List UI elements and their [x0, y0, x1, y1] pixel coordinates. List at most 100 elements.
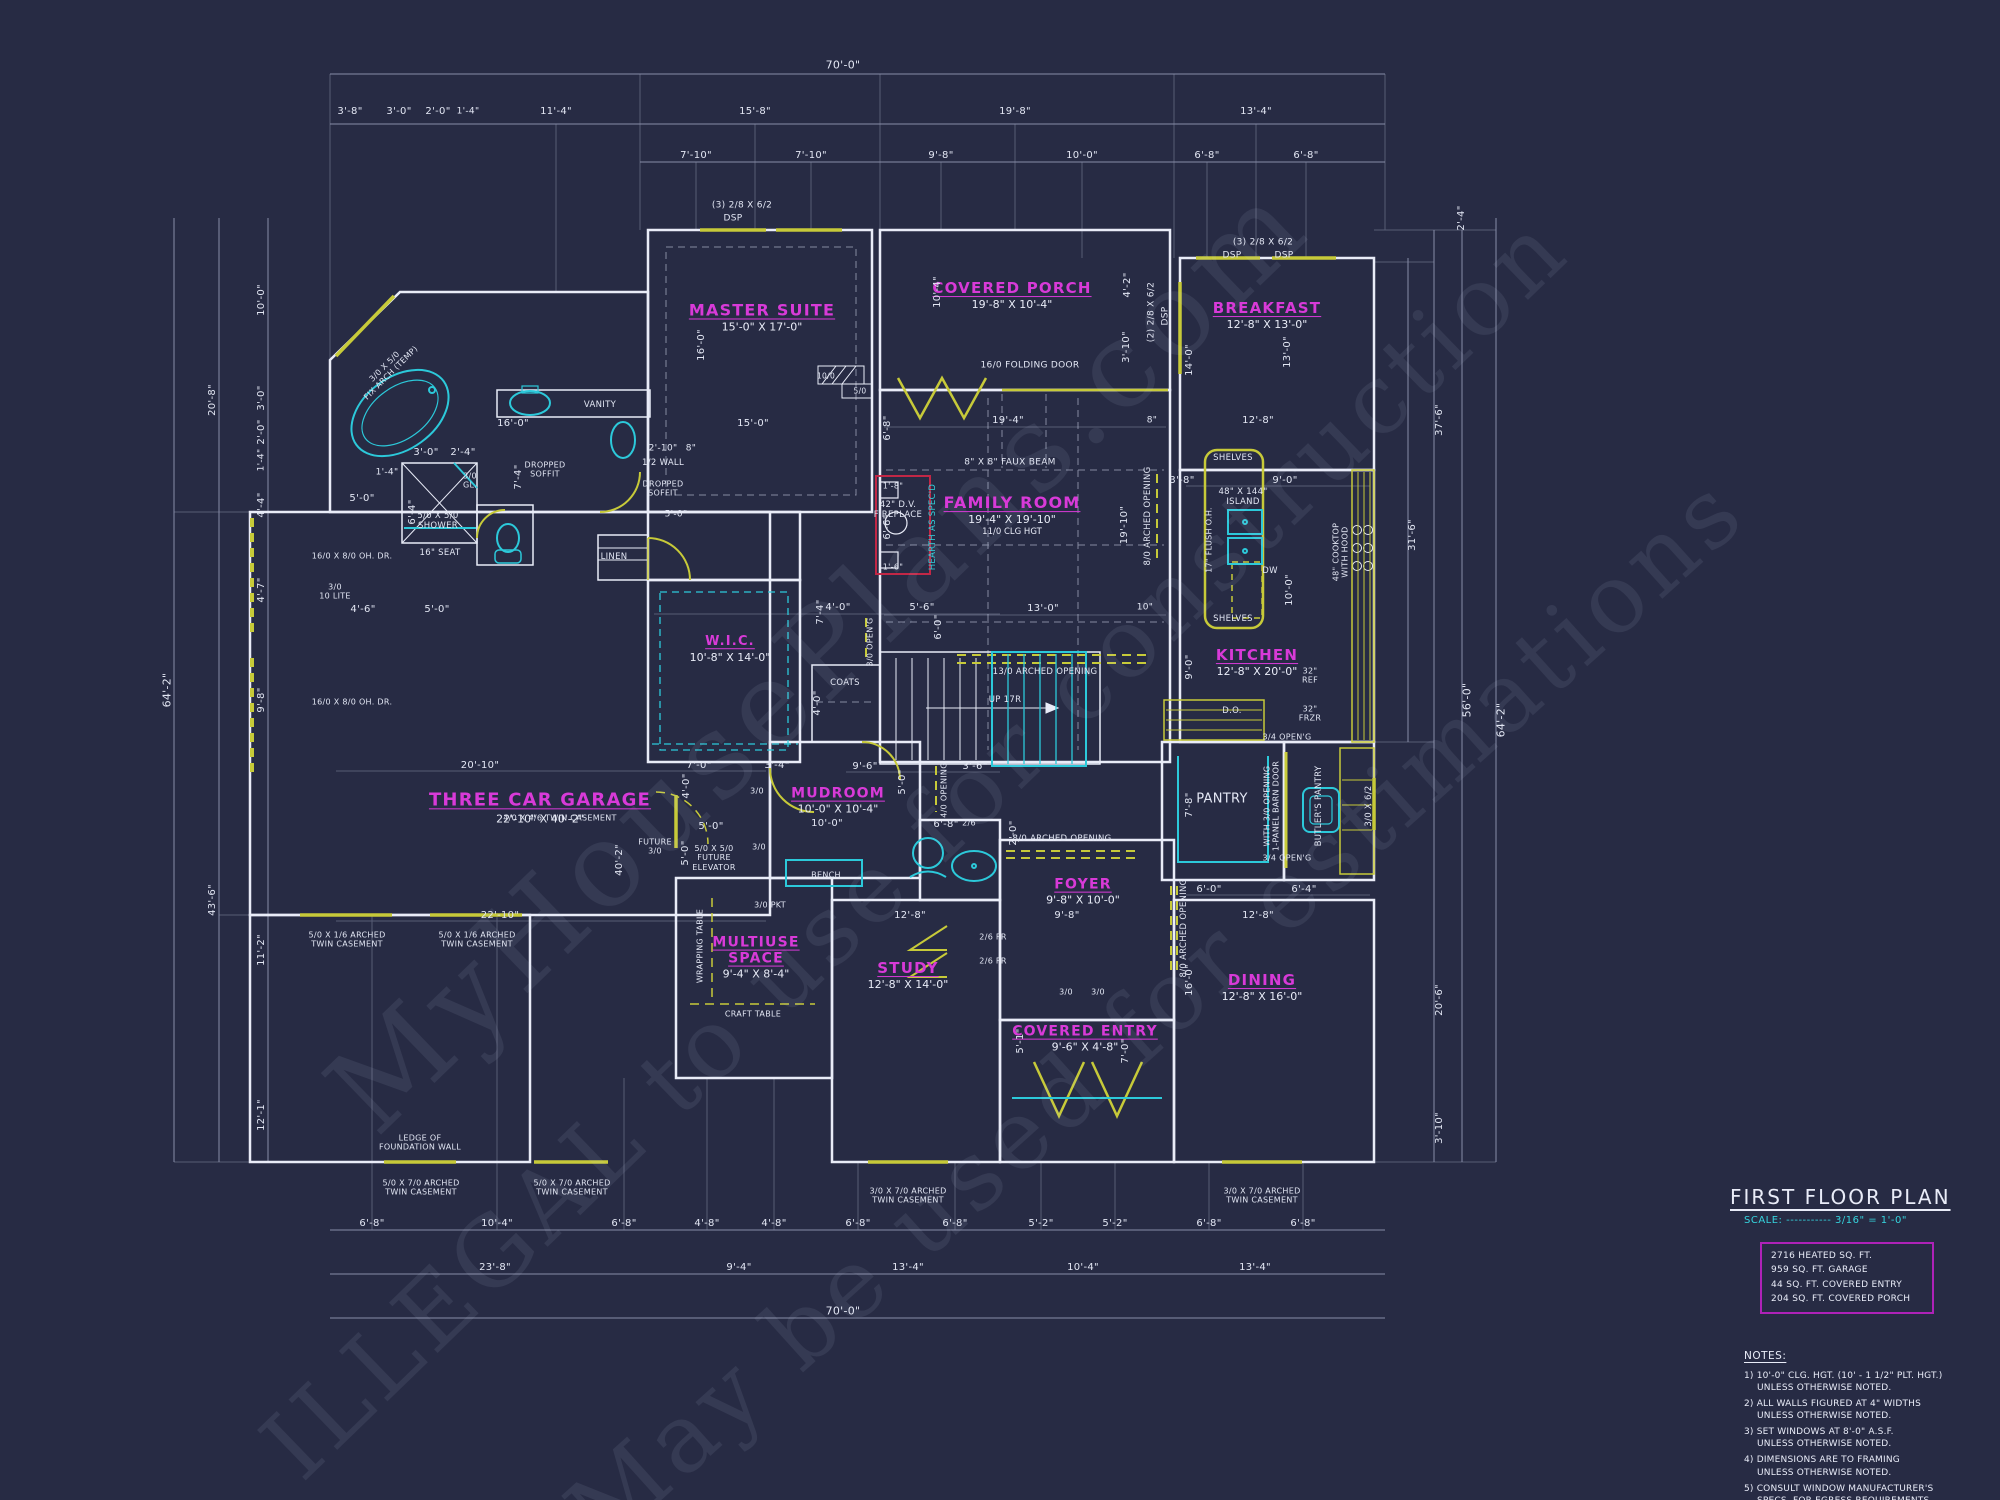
annotation-label: 5/0 X 7/0 ARCHED TWIN CASEMENT	[533, 1178, 611, 1197]
dim-label: 40'-2"	[614, 844, 626, 876]
dim-label: 23'-8"	[479, 1262, 511, 1274]
dim-label: 13'-0"	[1027, 603, 1059, 615]
room-sub-note: 11/0 CLG HGT	[982, 527, 1042, 538]
annotation-label: 2/6 FR	[979, 956, 1007, 966]
room-dims: 19'-8" X 10'-4"	[971, 298, 1053, 312]
dim-label: 32" REF	[1301, 666, 1319, 685]
dim-label: 13'-4"	[1240, 106, 1272, 118]
dim-label: 6'-8"	[611, 1218, 637, 1230]
detail-lines-layer	[401, 365, 1373, 760]
title-block: FIRST FLOOR PLAN SCALE: ----------- 3/16…	[1730, 1185, 1990, 1500]
dim-label: 10'-4"	[1067, 1262, 1099, 1274]
dim-label: 5'-2"	[1028, 1218, 1054, 1230]
annotation-label: 3/0 PKT	[754, 900, 786, 910]
dim-label: 10'-0"	[1066, 150, 1098, 162]
annotation-label: 8/0 ARCHED OPENING	[1142, 466, 1153, 566]
dim-label: 16" SEAT	[419, 547, 461, 558]
room-label-wic: W.I.C.10'-8" X 14'-0"	[690, 634, 771, 665]
annotation-label: DSP	[1222, 250, 1242, 261]
dim-label: 20'-6"	[1434, 984, 1446, 1016]
dim-label: 2'-0"	[256, 419, 268, 445]
dim-label: 13'-4"	[892, 1262, 924, 1274]
dim-label: 5'-0"	[349, 493, 375, 505]
dim-label: 10'-0"	[1284, 574, 1296, 606]
scale-dots: -----------	[1786, 1215, 1832, 1226]
annotation-label: SHELVES	[1213, 452, 1253, 463]
pedestal-sink-icon	[909, 837, 997, 882]
annotation-label: 5/0	[853, 386, 867, 396]
dim-label: 3'-0"	[256, 385, 268, 411]
dim-label: 6'-8"	[933, 819, 959, 831]
dim-label: 6'-8"	[1196, 1218, 1222, 1230]
dim-label: 32" FRZR	[1298, 704, 1322, 723]
dim-label: 6'-8"	[942, 1218, 968, 1230]
dim-label: 6'-0"	[933, 614, 945, 640]
annotation-label: DSP	[1274, 250, 1294, 261]
annotation-label: DROPPED SOFFIT	[642, 479, 684, 498]
room-dims: 9'-8" X 10'-0"	[1046, 893, 1120, 907]
annotation-label: 3/0 10 LITE	[319, 582, 351, 601]
annotation-label: DSP	[1160, 306, 1171, 326]
dim-label: 19'-4"	[992, 415, 1024, 427]
dim-label: 4'-0"	[812, 690, 824, 716]
room-dims: 10'-0" X 10'-4"	[797, 802, 879, 816]
dim-label: 10'-4"	[932, 276, 944, 308]
annotation-label: 3/0 OPEN'G	[865, 617, 875, 667]
dim-label: 43'-6"	[207, 884, 219, 916]
dim-label: 2'-4"	[450, 447, 476, 459]
dim-label: 4'-0"	[825, 602, 851, 614]
scale-label: SCALE:	[1744, 1215, 1783, 1226]
dim-label: 16'-0"	[1184, 964, 1196, 996]
dimension-lines-layer	[173, 73, 1497, 1319]
annotation-label: BUTLER'S PANTRY	[1313, 765, 1324, 847]
dim-label: 70'-0"	[825, 58, 861, 72]
dim-label: 6'-4"	[1291, 884, 1317, 896]
annotation-label: 5/0 X 1/6 ARCHED TWIN CASEMENT	[308, 930, 386, 949]
dim-label: 10"	[1136, 602, 1154, 613]
dim-label: 6'-8"	[1293, 150, 1319, 162]
dim-label: 5'-0"	[698, 821, 724, 833]
dim-label: 16'-0"	[696, 329, 708, 361]
dim-label: 1'-4"	[456, 106, 480, 117]
room-dims: 12'-8" X 20'-0"	[1216, 665, 1298, 679]
dim-label: 48" COOKTOP WITH HOOD	[1331, 522, 1350, 582]
dim-label: 70'-0"	[825, 1304, 861, 1318]
fixtures-layer	[350, 368, 1340, 1099]
dim-label: 2'-4"	[1456, 205, 1468, 231]
overhead-door-label: 16/0 X 8/0 OH. DR.	[311, 551, 393, 561]
tub-icon	[350, 368, 450, 458]
dim-label: 15'-0"	[737, 418, 769, 430]
dim-label: 6'-8"	[1290, 1218, 1316, 1230]
stairs-icon	[991, 651, 1087, 767]
room-name: COVERED ENTRY	[1012, 1023, 1158, 1040]
dim-label: 6'-8"	[359, 1218, 385, 1230]
room-name: MULTIUSE SPACE	[712, 934, 800, 967]
fireplace-icon	[875, 475, 931, 575]
folding-door-label: 16/0 FOLDING DOOR	[980, 360, 1080, 371]
annotation-label: DROPPED SOFFIT	[524, 460, 566, 479]
vanity-label: VANITY	[583, 399, 617, 410]
pantry-shelving-icon	[1177, 756, 1269, 863]
annotation-label: 5/0 X 1/6 ARCHED TWIN CASEMENT	[438, 930, 516, 949]
note-item: 1) 10'-0" CLG. HGT. (10' - 1 1/2" PLT. H…	[1744, 1370, 1943, 1393]
island-label: 48" X 144" ISLAND	[1218, 486, 1268, 507]
butler-sink-icon	[1302, 787, 1340, 833]
pantry-label: PANTRY	[1196, 791, 1248, 807]
dim-label: 4'-2"	[1122, 272, 1134, 298]
annotation-label: 3/0 X 6/2	[1363, 785, 1374, 827]
room-dims: 15'-0" X 17'-0"	[721, 320, 803, 334]
dim-label: 12'-1"	[256, 1099, 268, 1131]
annotation-label: FUTURE 3/0	[638, 837, 672, 856]
annotation-label: 8/0 ARCHED OPENING	[1012, 833, 1112, 844]
room-name: COVERED PORCH	[932, 279, 1092, 298]
dim-label: 17" FLUSH O.H.	[1204, 507, 1214, 573]
